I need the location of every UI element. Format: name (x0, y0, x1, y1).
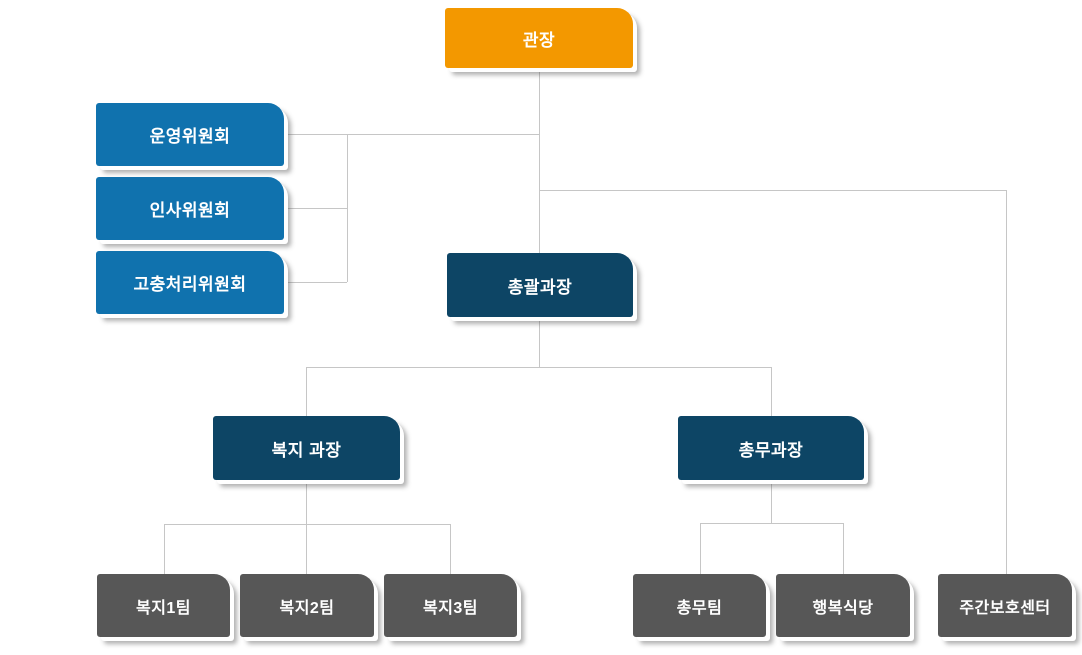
connector-personnel-committee (284, 208, 347, 209)
node-label: 복지2팀 (279, 599, 335, 617)
connector-managers-horizontal (306, 367, 771, 368)
connector-grievance-committee (284, 282, 347, 283)
connector-to-welfare-team2 (306, 524, 307, 574)
connector-admin-teams-horizontal (700, 523, 843, 524)
org-node-happy-restaurant: 행복식당 (776, 574, 910, 637)
connector-committee-spine (347, 134, 348, 282)
node-label: 인사위원회 (149, 201, 231, 220)
node-label: 총무팀 (676, 599, 723, 617)
org-node-director: 관장 (445, 8, 633, 68)
org-node-general-manager: 총괄과장 (447, 253, 633, 317)
org-node-welfare-team2: 복지2팀 (240, 574, 374, 637)
connector-daycare-vertical (1006, 190, 1007, 574)
connector-welfare-teams-horizontal (164, 524, 450, 525)
connector-operating-committee (284, 134, 539, 135)
org-node-welfare-team3: 복지3팀 (384, 574, 517, 637)
node-label: 관장 (522, 30, 556, 50)
node-label: 총괄과장 (507, 277, 573, 297)
connector-admin-down (771, 480, 772, 523)
org-node-grievance-committee: 고충처리위원회 (96, 251, 284, 314)
node-label: 주간보호센터 (959, 599, 1051, 617)
connector-gm-down (539, 317, 540, 367)
org-node-admin-team: 총무팀 (633, 574, 766, 637)
org-node-operating-committee: 운영위원회 (96, 103, 284, 166)
org-node-admin-manager: 총무과장 (678, 416, 864, 480)
org-node-welfare-team1: 복지1팀 (97, 574, 230, 637)
connector-director-to-general-manager (539, 68, 540, 253)
connector-to-admin-team (700, 523, 701, 574)
node-label: 행복식당 (812, 599, 874, 617)
node-label: 고충처리위원회 (133, 275, 247, 294)
connector-welfare-down (306, 480, 307, 524)
node-label: 총무과장 (738, 440, 804, 460)
node-label: 운영위원회 (149, 127, 231, 146)
connector-to-welfare-team1 (164, 524, 165, 574)
org-node-daycare-center: 주간보호센터 (938, 574, 1072, 637)
connector-to-admin-manager (771, 367, 772, 416)
node-label: 복지 과장 (271, 440, 342, 460)
node-label: 복지1팀 (135, 599, 192, 617)
org-node-personnel-committee: 인사위원회 (96, 177, 284, 240)
org-node-welfare-manager: 복지 과장 (213, 416, 400, 480)
node-label: 복지3팀 (422, 599, 479, 617)
connector-to-welfare-team3 (450, 524, 451, 574)
connector-daycare-horizontal (539, 190, 1006, 191)
connector-to-welfare-manager (306, 367, 307, 416)
connector-to-restaurant (843, 523, 844, 574)
